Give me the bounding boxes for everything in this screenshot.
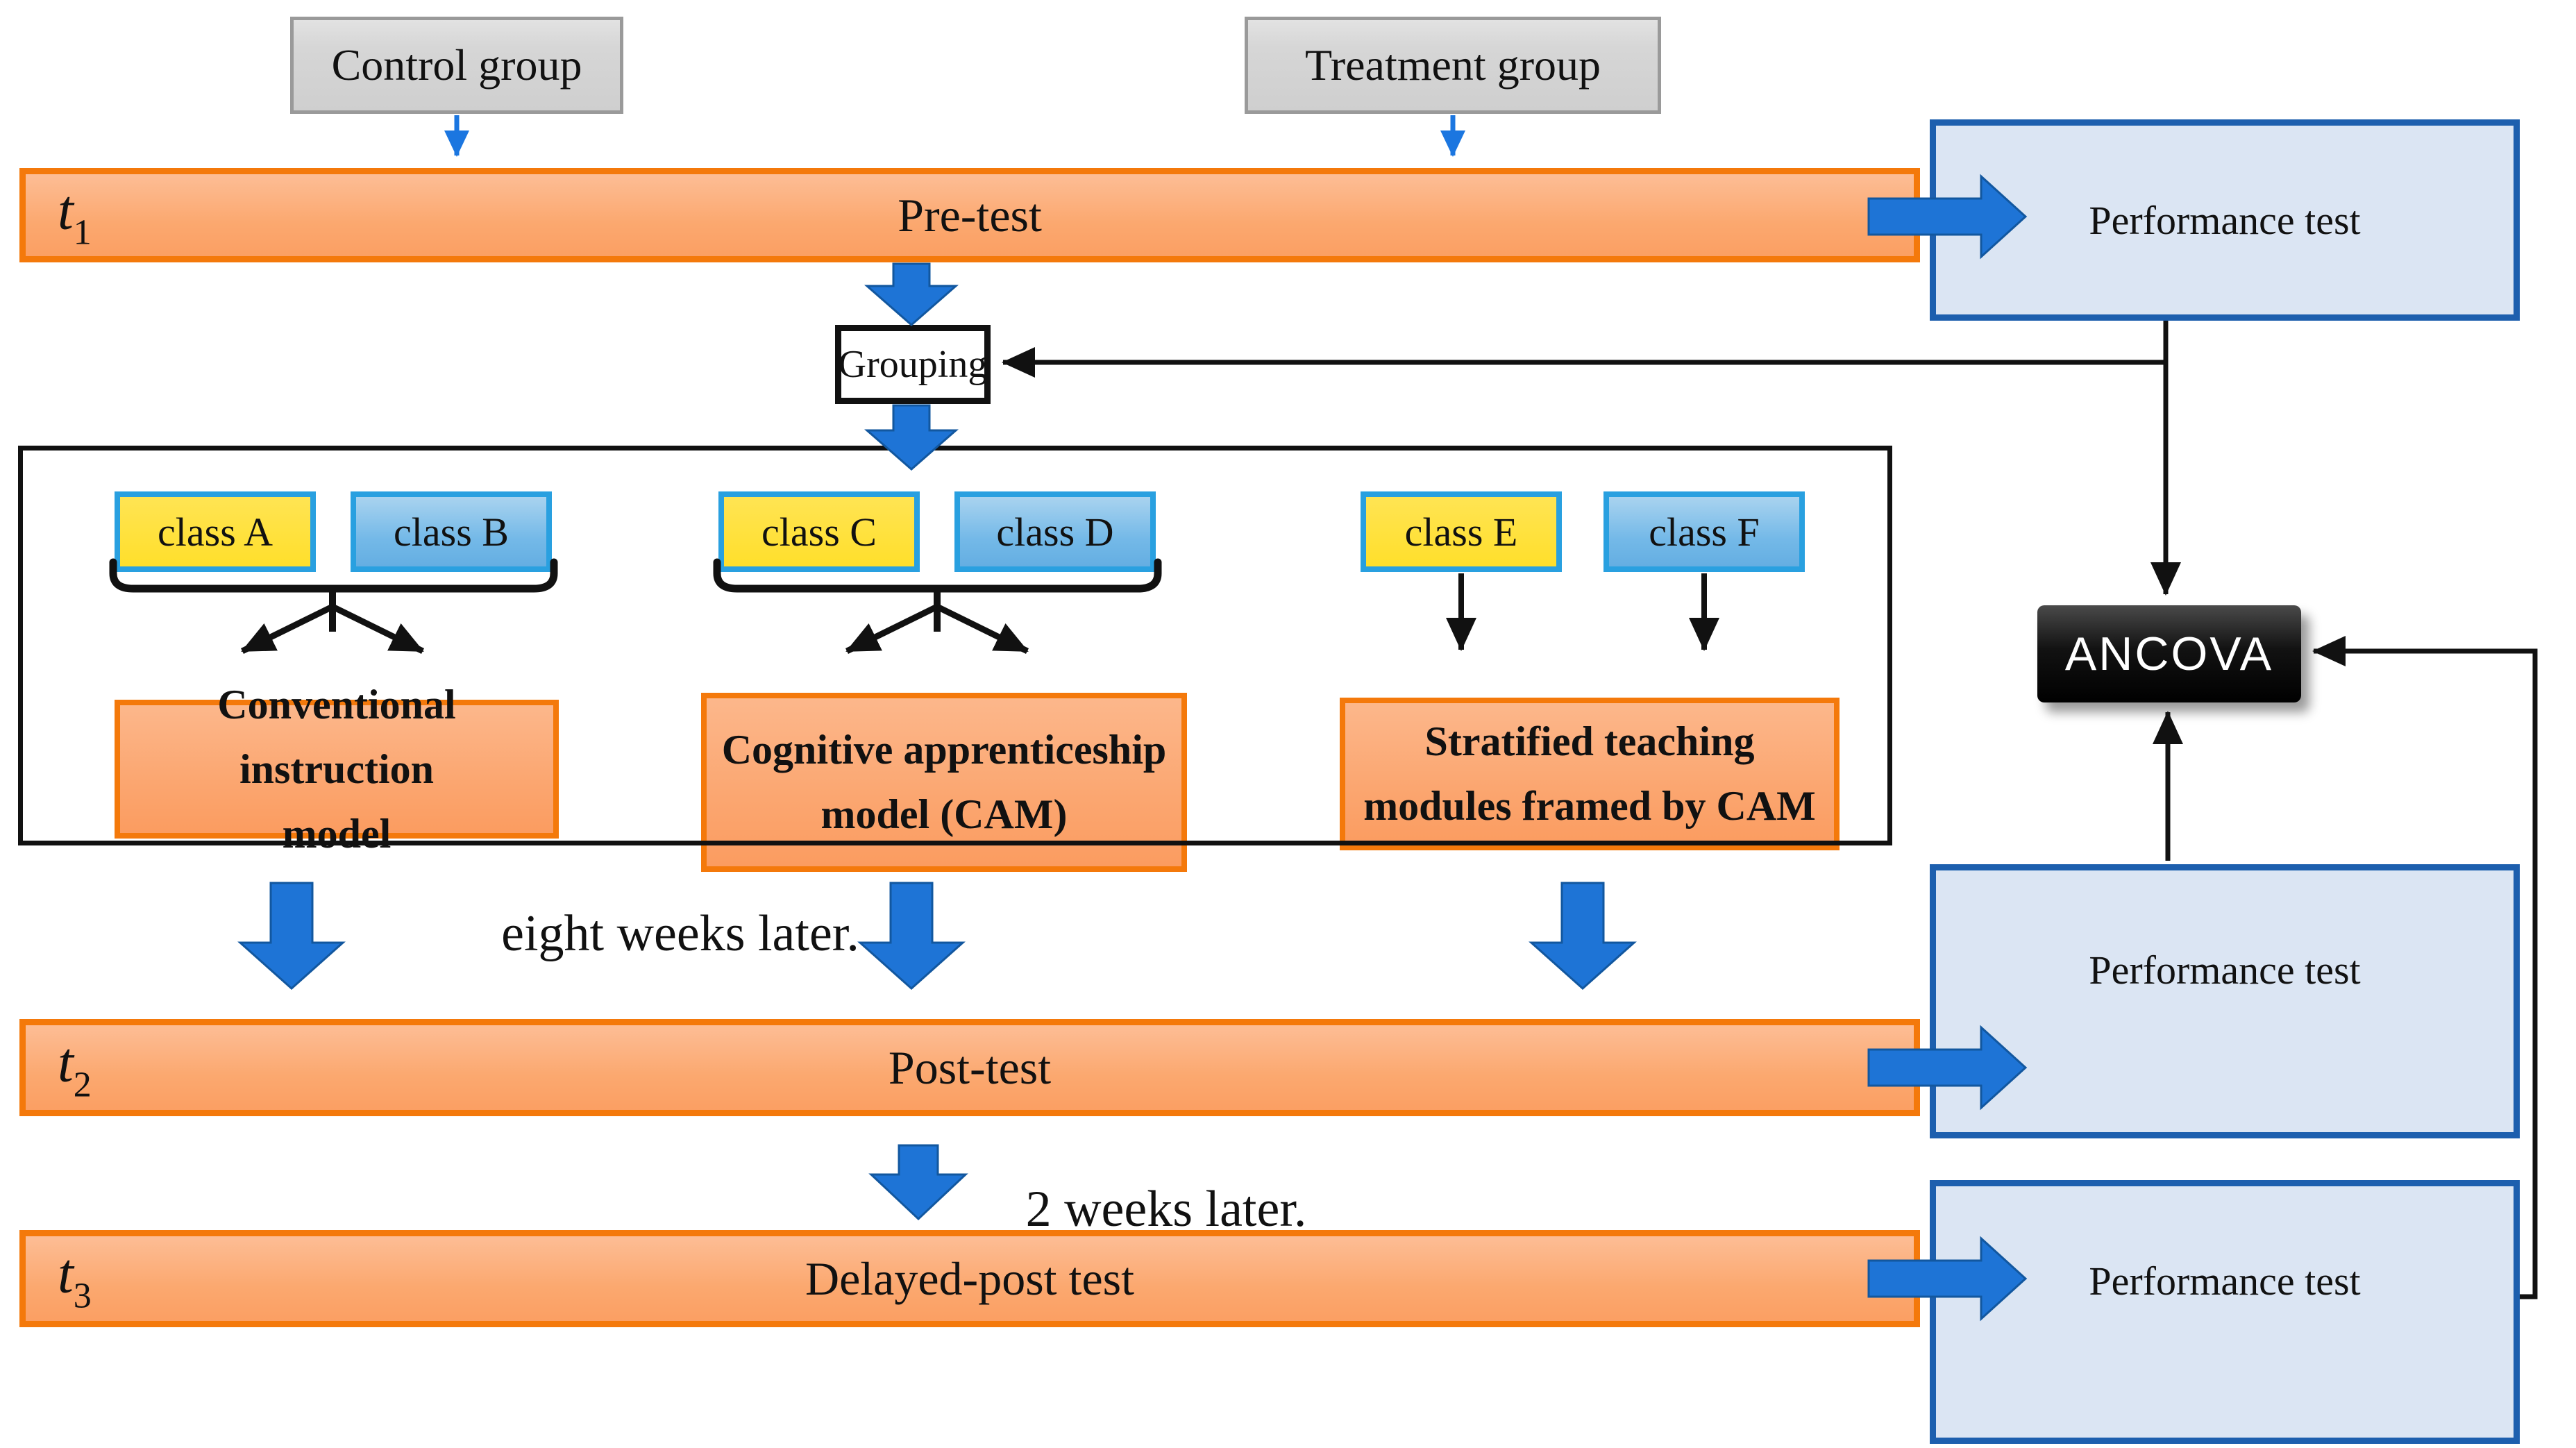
treatment-group-label: Treatment group: [1304, 40, 1601, 90]
class-f-box: class F: [1603, 491, 1805, 572]
class-d-box: class D: [954, 491, 1156, 572]
posttest-bar: t2 Post-test: [19, 1019, 1920, 1116]
stratified-model-box: Stratified teaching modules framed by CA…: [1340, 698, 1840, 850]
stratified-model-line1: Stratified teaching: [1424, 718, 1755, 764]
eight-weeks-note: eight weeks later.: [444, 899, 916, 968]
two-weeks-text: 2 weeks later.: [1025, 1181, 1307, 1238]
cam-model-line2: model (CAM): [820, 791, 1068, 837]
control-group-label: Control group: [331, 40, 582, 90]
class-ab-fork-right-arrow: [331, 603, 424, 655]
class-b-box: class B: [351, 491, 552, 572]
class-e-label: class E: [1404, 509, 1518, 555]
performance-test-box-pretest: Performance test: [1930, 119, 2520, 321]
cam-model-line1: Cognitive apprenticeship: [721, 727, 1167, 773]
conventional-model-line1: Conventional instruction: [217, 681, 456, 792]
class-d-label: class D: [996, 509, 1114, 555]
class-f-label: class F: [1649, 509, 1760, 555]
ancova-label: ANCOVA: [2064, 628, 2274, 680]
grouping-box: Grouping: [835, 325, 991, 404]
stratified-model-line2: modules framed by CAM: [1363, 783, 1816, 829]
pretest-bar: t1 Pre-test: [19, 168, 1920, 262]
conventional-model-box: Conventional instruction model: [115, 682, 559, 857]
performance-test-box-posttest: Performance test: [1930, 864, 2520, 1138]
performance-test-label-1: Performance test: [2089, 197, 2361, 243]
stratified-to-posttest-thick-arrow: [1529, 882, 1637, 991]
class-b-label: class B: [394, 509, 509, 555]
class-c-box: class C: [718, 491, 920, 572]
two-weeks-note: 2 weeks later.: [972, 1177, 1361, 1243]
performance-test-box-delayed: Performance test: [1930, 1180, 2520, 1444]
posttest-label: Post-test: [888, 1041, 1052, 1094]
class-c-label: class C: [761, 509, 877, 555]
cam-model-box: Cognitive apprenticeship model (CAM): [701, 693, 1187, 872]
class-a-label: class A: [158, 509, 273, 555]
t3-label: t3: [58, 1241, 92, 1316]
t2-label: t2: [58, 1030, 92, 1105]
conventional-model-line2: model: [282, 810, 392, 857]
grouping-label: Grouping: [838, 343, 988, 386]
performance-test-label-3: Performance test: [2089, 1258, 2361, 1304]
control-group-box: Control group: [290, 17, 623, 114]
class-ab-fork-left-arrow: [241, 603, 334, 655]
t1-label: t1: [58, 178, 92, 253]
eight-weeks-text: eight weeks later.: [501, 904, 859, 962]
class-cd-fork-right-arrow: [936, 603, 1029, 655]
conventional-to-posttest-thick-arrow: [237, 882, 346, 991]
class-a-box: class A: [115, 491, 316, 572]
treatment-group-box: Treatment group: [1245, 17, 1661, 114]
performance-test-label-2: Performance test: [2089, 948, 2361, 993]
grouping-to-container-thick-arrow: [864, 404, 959, 471]
posttest-to-delayed-thick-arrow: [868, 1144, 968, 1221]
delayed-posttest-bar: t3 Delayed-post test: [19, 1230, 1920, 1327]
class-cd-fork-left-arrow: [845, 603, 938, 655]
pretest-to-grouping-thick-arrow: [864, 262, 959, 326]
class-e-box: class E: [1361, 491, 1562, 572]
ancova-box: ANCOVA: [2037, 605, 2301, 702]
pretest-label: Pre-test: [898, 188, 1042, 242]
delayed-posttest-label: Delayed-post test: [805, 1252, 1134, 1305]
